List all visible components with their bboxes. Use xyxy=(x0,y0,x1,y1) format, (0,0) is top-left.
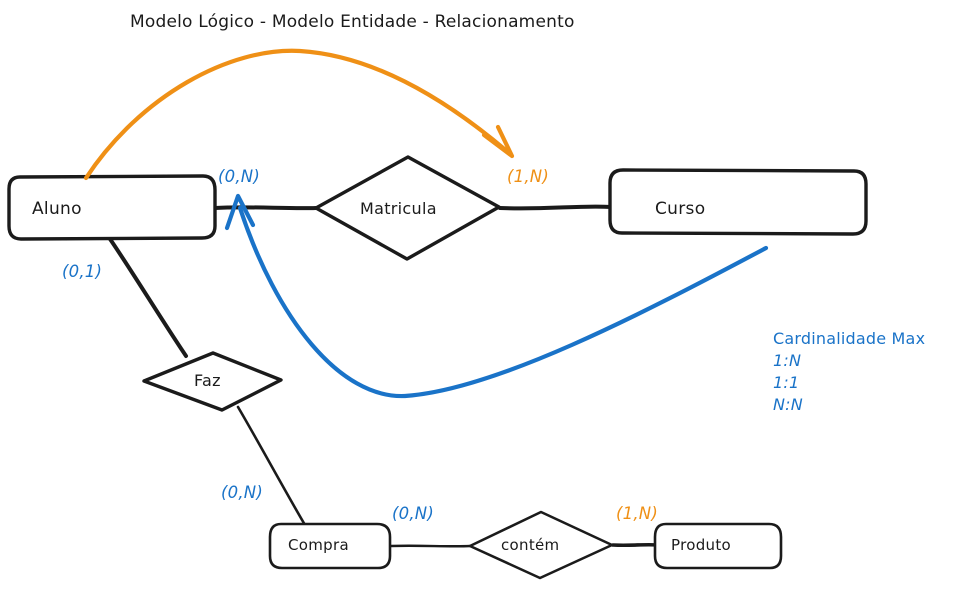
entity-box-aluno xyxy=(7,174,217,241)
edge-compra-contem xyxy=(389,544,472,548)
annotation-blue-arc xyxy=(224,193,769,399)
legend-title: Cardinalidade Max xyxy=(773,329,926,348)
edge-aluno-faz xyxy=(108,237,188,358)
annotation-orange-arc xyxy=(83,48,515,181)
edge-faz-compra xyxy=(236,405,307,527)
cardinality-legend: Cardinalidade Max 1:N 1:1 N:N xyxy=(773,328,925,416)
edge-contem-produto xyxy=(611,542,659,548)
edge-aluno-matricula xyxy=(213,205,318,211)
entity-box-produto xyxy=(653,522,783,570)
entity-box-compra xyxy=(268,522,392,570)
relationship-diamond-faz xyxy=(142,351,283,412)
legend-item-1n: 1:N xyxy=(773,351,802,370)
relationship-diamond-matricula xyxy=(314,155,501,261)
entity-box-curso xyxy=(608,168,868,236)
legend-item-nn: N:N xyxy=(773,395,803,414)
edge-matricula-curso xyxy=(498,204,613,211)
relationship-diamond-contem xyxy=(468,510,614,580)
legend-item-11: 1:1 xyxy=(773,373,800,392)
